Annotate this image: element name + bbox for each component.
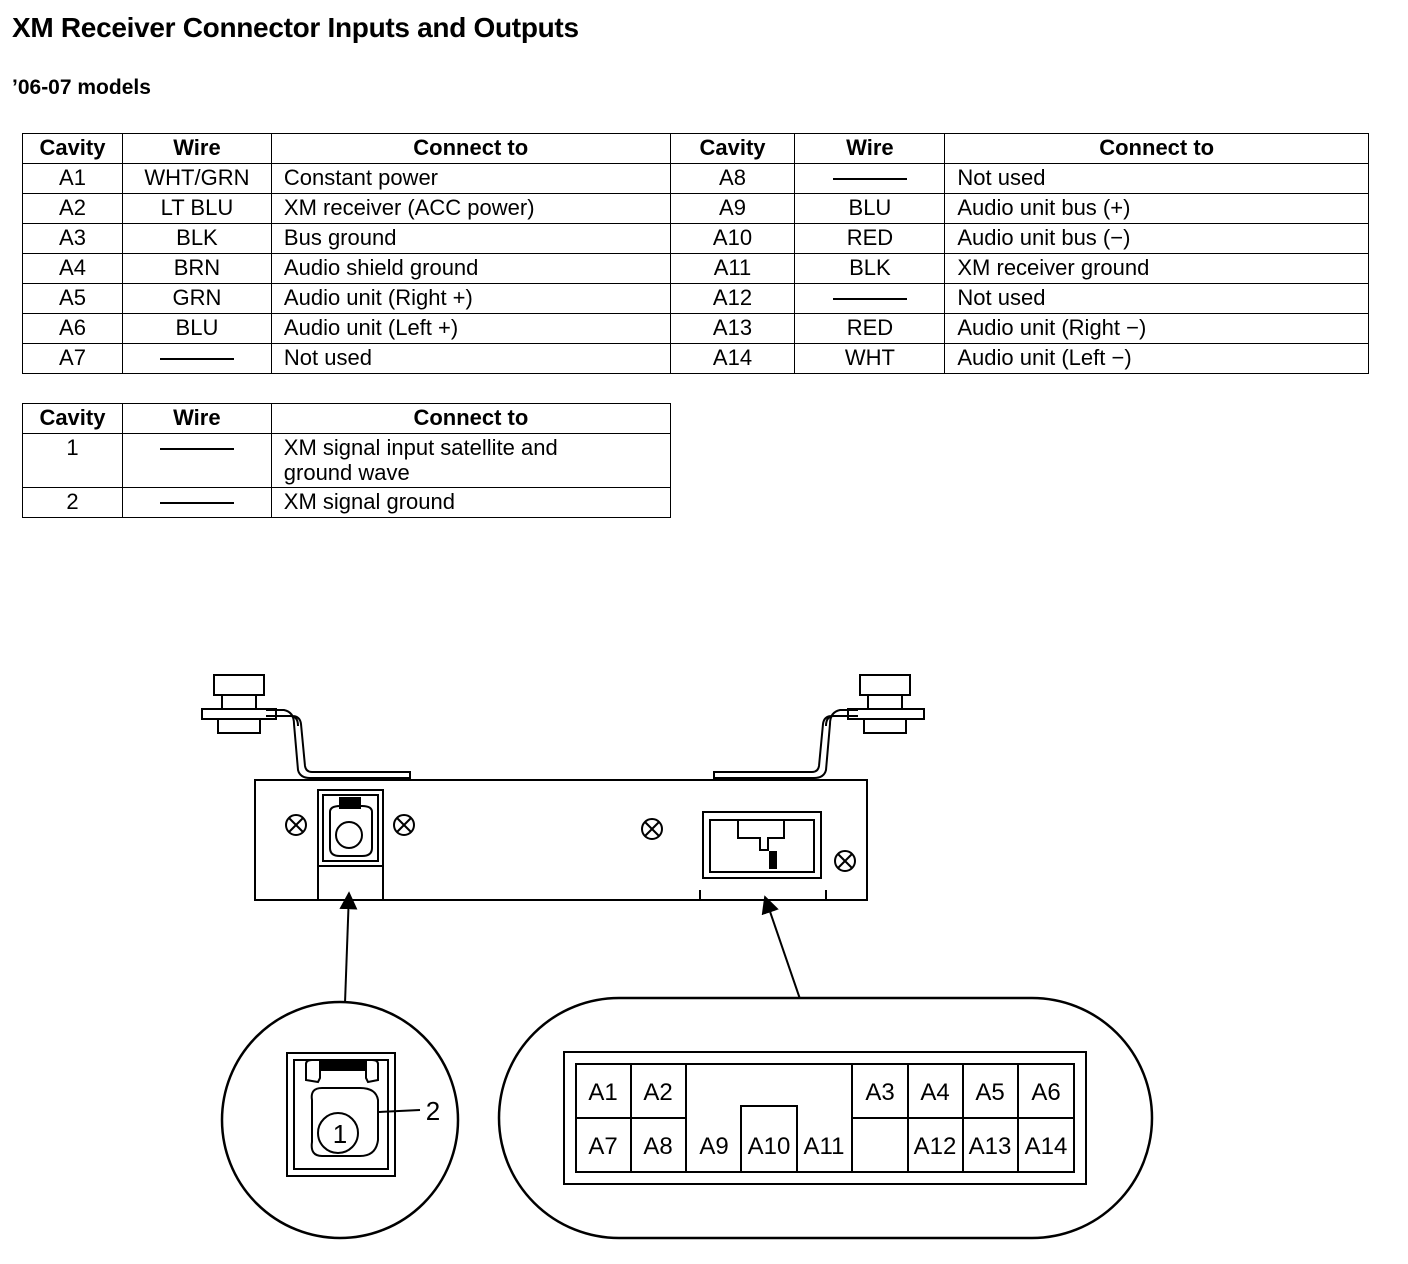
no-wire-dash xyxy=(832,178,907,180)
no-wire-dash xyxy=(159,502,234,504)
header-connect-to: Connect to xyxy=(270,403,672,434)
table-row: A2 LT BLU XM receiver (ACC power) A9 BLU… xyxy=(22,193,1369,224)
cavity-cell: A10 xyxy=(669,223,796,254)
antenna-pin-2-label: 2 xyxy=(426,1096,440,1126)
cavity-label-a2: A2 xyxy=(643,1079,672,1106)
connect-cell: Audio unit bus (+) xyxy=(944,193,1369,224)
table-row: A5 GRN Audio unit (Right +) A12 Not used xyxy=(22,283,1369,314)
cavity-label-a7: A7 xyxy=(588,1133,617,1160)
harness-connector-detail xyxy=(497,996,1154,1240)
connect-cell: Audio unit (Right −) xyxy=(944,313,1369,344)
screw-icon xyxy=(834,850,856,872)
wire-cell: RED xyxy=(794,313,946,344)
antenna-jack xyxy=(317,789,384,867)
cavity-label-a13: A13 xyxy=(969,1133,1012,1160)
cavity-label-a14: A14 xyxy=(1025,1133,1068,1160)
cavity-cell: A13 xyxy=(669,313,796,344)
cavity-cell: A12 xyxy=(669,283,796,314)
connect-line: XM signal input satellite and xyxy=(283,435,558,460)
wire-cell: WHT xyxy=(794,343,946,374)
table-header-row: Cavity Wire Connect to xyxy=(22,403,672,434)
cavity-cell: A11 xyxy=(669,253,796,284)
wire-cell: BLK xyxy=(794,253,946,284)
no-wire-dash xyxy=(832,298,907,300)
cavity-cell: A8 xyxy=(669,163,796,194)
cavity-label-a1: A1 xyxy=(588,1079,617,1106)
left-mounting-bracket xyxy=(201,674,411,779)
right-mounting-bracket xyxy=(713,674,925,779)
cavity-label-a8: A8 xyxy=(643,1133,672,1160)
wire-cell: BLU xyxy=(794,193,946,224)
cavity-label-a10: A10 xyxy=(748,1133,791,1160)
connect-cell: Not used xyxy=(944,283,1369,314)
wire-cell: RED xyxy=(794,223,946,254)
screw-icon xyxy=(285,814,307,836)
cavity-cell: A6 xyxy=(22,313,123,344)
cavity-cell: A5 xyxy=(22,283,123,314)
table-row: 2 XM signal ground xyxy=(22,486,672,518)
header-cavity: Cavity xyxy=(22,403,123,434)
table-row: A3 BLK Bus ground A10 RED Audio unit bus… xyxy=(22,223,1369,254)
wire-cell: BLU xyxy=(121,313,272,344)
cavity-cell: 2 xyxy=(22,486,123,518)
connect-cell: Audio unit (Left −) xyxy=(944,343,1369,374)
table-row: A6 BLU Audio unit (Left +) A13 RED Audio… xyxy=(22,313,1369,344)
callout-arrow xyxy=(339,891,358,1004)
wire-cell: WHT/GRN xyxy=(121,163,272,194)
cavity-label-a4: A4 xyxy=(920,1079,949,1106)
cavity-cell: A14 xyxy=(669,343,796,374)
header-cavity: Cavity xyxy=(669,133,796,164)
cavity-label-a3: A3 xyxy=(865,1079,894,1106)
cavity-label-a6: A6 xyxy=(1031,1079,1060,1106)
table-row: A4 BRN Audio shield ground A11 BLK XM re… xyxy=(22,253,1369,284)
cavity-cell: A9 xyxy=(669,193,796,224)
header-connect-to: Connect to xyxy=(944,133,1369,164)
cavity-cell: A7 xyxy=(22,343,123,374)
connect-cell: Not used xyxy=(270,343,671,374)
antenna-pin-1-label: 1 xyxy=(333,1119,347,1149)
no-wire-dash xyxy=(159,358,234,360)
table-header-row: Cavity Wire Connect to Cavity Wire Conne… xyxy=(22,133,1369,164)
wire-cell: GRN xyxy=(121,283,272,314)
antenna-connector-detail xyxy=(220,1000,460,1240)
cavity-cell: A2 xyxy=(22,193,123,224)
callout-arrow xyxy=(761,895,801,1000)
connect-cell: XM receiver (ACC power) xyxy=(270,193,671,224)
xm-receiver-unit xyxy=(254,779,868,901)
table-row: A7 Not used A14 WHT Audio unit (Left −) xyxy=(22,343,1369,374)
connect-cell: Audio shield ground xyxy=(270,253,671,284)
model-years-subtitle: ’06-07 models xyxy=(12,76,151,99)
page-title: XM Receiver Connector Inputs and Outputs xyxy=(12,12,579,43)
harness-jack xyxy=(702,811,822,879)
cavity-label-a11: A11 xyxy=(804,1133,845,1160)
harness-pinout-table: Cavity Wire Connect to Cavity Wire Conne… xyxy=(22,133,1369,374)
connect-cell: Audio unit bus (−) xyxy=(944,223,1369,254)
cavity-cell: 1 xyxy=(22,433,123,488)
connect-cell: Audio unit (Right +) xyxy=(270,283,671,314)
wire-cell-none xyxy=(121,343,272,374)
header-wire: Wire xyxy=(794,133,946,164)
screw-icon xyxy=(641,818,663,840)
no-wire-dash xyxy=(159,448,234,450)
connect-cell: Audio unit (Left +) xyxy=(270,313,671,344)
cavity-label-a5: A5 xyxy=(975,1079,1004,1106)
wire-cell-none xyxy=(794,163,946,194)
connect-line: ground wave xyxy=(283,460,410,486)
connect-cell: XM signal ground xyxy=(270,486,672,518)
screw-icon xyxy=(393,814,415,836)
wire-cell-none xyxy=(121,486,272,518)
header-wire: Wire xyxy=(121,403,272,434)
cavity-label-a9: A9 xyxy=(699,1133,728,1160)
wire-cell-none xyxy=(121,433,272,488)
antenna-pinout-table: Cavity Wire Connect to 1 XM signal input… xyxy=(22,403,672,518)
cavity-cell: A4 xyxy=(22,253,123,284)
cavity-label-a12: A12 xyxy=(914,1133,957,1160)
